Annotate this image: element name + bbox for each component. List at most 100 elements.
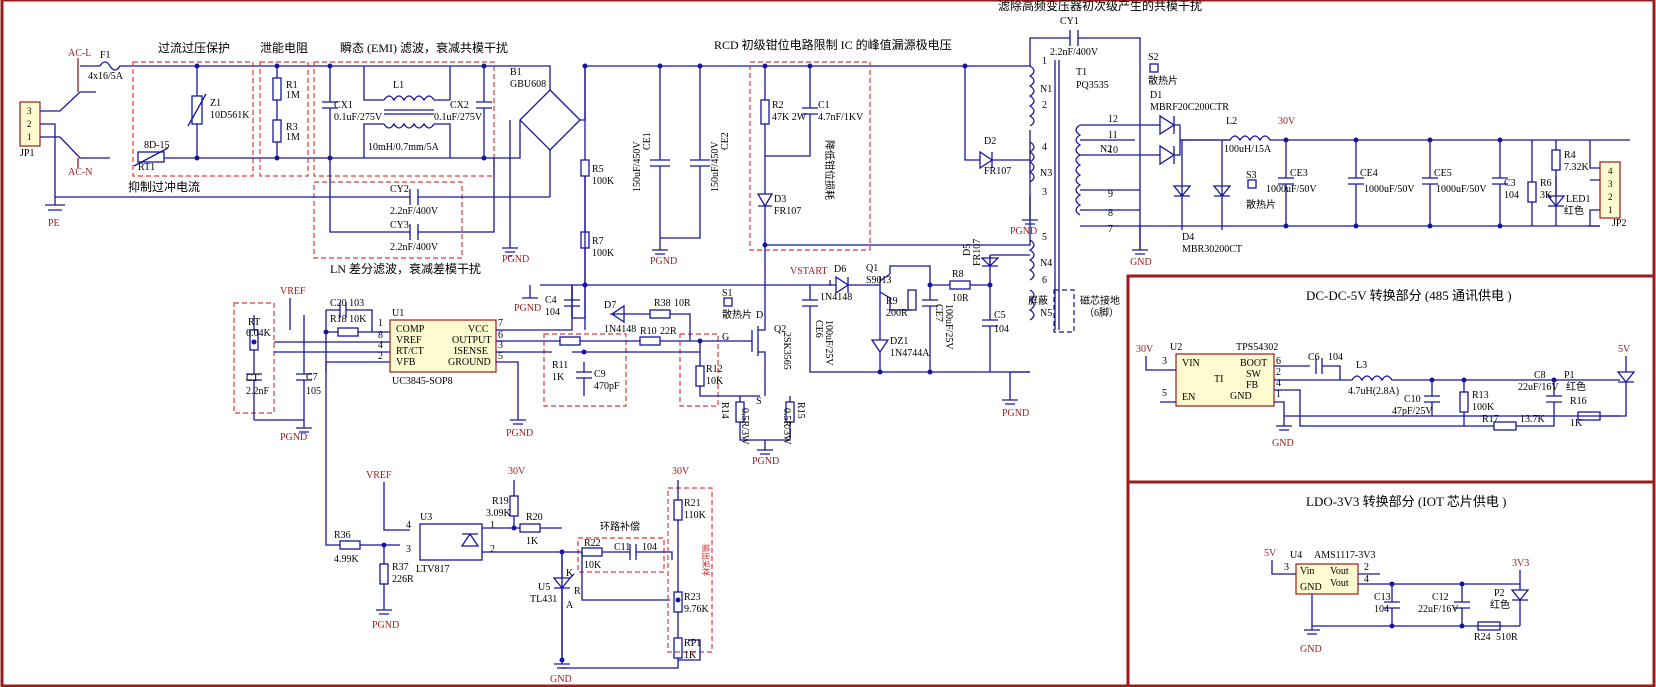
cy1-value: 2.2nF/400V	[1050, 47, 1099, 58]
c10-label: C10	[1404, 394, 1421, 405]
cx2-value: 0.1uF/275V	[434, 112, 483, 123]
ce5-label: CE5	[1434, 168, 1452, 179]
d3-value: FR107	[774, 206, 801, 217]
c1-cap	[802, 100, 818, 124]
cy3-label: CY3	[390, 220, 409, 231]
u2-vin: VIN	[1182, 358, 1200, 369]
r10-value: 22R	[660, 326, 677, 337]
cy3-cap	[409, 224, 419, 240]
r2-value: 47K 2W	[772, 112, 807, 123]
ldo-3v3: 3V3	[1512, 558, 1529, 569]
t1-label: T1	[1076, 67, 1087, 78]
s1-heatsink	[723, 297, 733, 307]
dcdc-title: DC-DC-5V 转换部分 (485 通讯供电 )	[1306, 288, 1512, 303]
sec-pin-12: 12	[1108, 114, 1118, 125]
r12-value: 10K	[706, 376, 724, 387]
r7-value: 100K	[592, 248, 615, 259]
transformer-t1	[1028, 60, 1082, 333]
u2-pin-6: 6	[1276, 356, 1281, 367]
d5-label: D5	[962, 244, 973, 256]
u1-comp: COMP	[396, 324, 425, 335]
u1-pin-7: 7	[498, 318, 503, 329]
r4-resistor	[1551, 149, 1561, 171]
u3-pin-4: 4	[406, 520, 411, 531]
xfmr-n3: N3	[1040, 168, 1052, 179]
jp1-label: JP1	[20, 148, 34, 159]
ce7-cap	[922, 285, 938, 372]
z1-value: 10D561K	[210, 110, 250, 121]
p1-label: P1	[1564, 370, 1575, 381]
p2-label: P2	[1494, 588, 1505, 599]
u1-label: U1	[392, 308, 404, 319]
u1-pin-8: 8	[378, 330, 383, 341]
r9-value: 200R	[886, 308, 908, 319]
c6-label: C6	[1308, 352, 1320, 363]
vref-label: VREF	[280, 286, 306, 297]
u2-gnd: GND	[1230, 391, 1252, 402]
u4-value: AMS1117-3V3	[1314, 550, 1375, 561]
u3-label: U3	[420, 512, 432, 523]
r24-resistor	[1477, 621, 1501, 631]
u4-gnd: GND	[1300, 582, 1322, 593]
u4-vin: Vin	[1300, 566, 1314, 577]
rcd-box	[749, 61, 871, 251]
c12-cap	[1454, 584, 1470, 626]
fb-vref-label: VREF	[366, 470, 392, 481]
optocoupler-u3	[419, 523, 483, 561]
jp1-pin-3: 3	[27, 106, 32, 116]
u2-pin-1: 1	[1276, 389, 1281, 400]
r7-label: R7	[592, 236, 604, 247]
u4-pin-3: 3	[1284, 562, 1289, 573]
l1-coil-top	[383, 95, 435, 102]
c6-value: 104	[1328, 352, 1343, 363]
d5-value: FR107	[972, 239, 983, 266]
gnd-dcdc: GND	[1272, 438, 1294, 449]
c7-label: C7	[306, 372, 318, 383]
d7-diode	[610, 304, 691, 341]
u2-ti: TI	[1214, 374, 1223, 385]
d4-diode-b	[1212, 140, 1232, 230]
f1-fuse	[99, 61, 135, 71]
u3-pin-2: 2	[490, 544, 495, 555]
u2-en: EN	[1182, 392, 1195, 403]
bleeder-label: 泄能电阻	[260, 41, 308, 55]
isense-filter-box	[543, 333, 627, 407]
l2-label: L2	[1226, 116, 1237, 127]
rt-value: 6.04K	[246, 328, 272, 339]
r4-label: R4	[1564, 150, 1576, 161]
u4-label: U4	[1290, 550, 1302, 561]
q2-drain-label: D	[756, 310, 763, 321]
rt1-label: RT1	[138, 162, 155, 173]
f1-value: 4x16/5A	[88, 71, 124, 82]
c12-label: C12	[1432, 592, 1449, 603]
l1-coil-bottom	[383, 122, 435, 129]
u3-value: LTV817	[416, 564, 450, 575]
z1-label: Z1	[210, 98, 221, 109]
cy1-cap	[1029, 30, 1141, 250]
r22-resistor	[581, 547, 603, 557]
pe-ground-symbol	[45, 178, 65, 211]
gnd-ldo: GND	[1300, 644, 1322, 655]
cy2-label: CY2	[390, 184, 409, 195]
r9-label: R9	[886, 296, 898, 307]
bridge-rectifier	[519, 89, 581, 151]
r12-label: R12	[706, 364, 723, 375]
xfmr-n1: N1	[1040, 84, 1052, 95]
output-caps	[1278, 140, 1508, 226]
dcdc-5v: 5V	[1618, 344, 1631, 355]
xfmr-pin-6: 6	[1042, 275, 1047, 286]
rp1-value: 1K	[684, 650, 697, 661]
rail-30v: 30V	[1278, 116, 1296, 127]
jp2-pin-1: 1	[1608, 205, 1613, 215]
b1-label: B1	[510, 67, 522, 78]
jp1-pin-1: 1	[27, 132, 32, 142]
jp2-label: JP2	[1612, 218, 1626, 229]
ce5-value: 1000uF/50V	[1436, 184, 1487, 195]
rt1-value: 8D-15	[144, 140, 170, 151]
rcd-label: RCD 初级钳位电路限制 IC 的峰值漏源极电压	[714, 37, 952, 52]
ce3-value: 1000uF/50V	[1266, 184, 1317, 195]
s1-label: S1	[722, 288, 733, 299]
junction-dots	[194, 63, 1557, 663]
q2-mosfet	[740, 245, 766, 396]
